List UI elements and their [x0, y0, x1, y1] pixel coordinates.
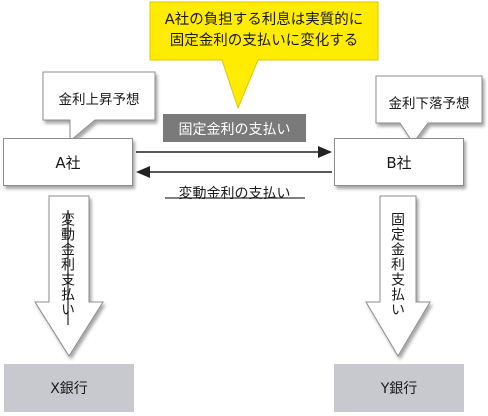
- fixed-payment-band: [163, 114, 306, 142]
- callout-line-2: 固定金利の支払いに変化する: [169, 33, 359, 49]
- callout-bubble: [149, 1, 379, 110]
- floating-payment-label: 変動金利の支払い: [178, 186, 291, 202]
- company-b-label: B社: [386, 153, 412, 172]
- arrow-a-to-bank-x: [34, 195, 104, 357]
- bank-y-label: Y銀行: [380, 381, 418, 397]
- callout-text: A社の負担する利息は実質的に 固定金利の支払いに変化する: [150, 10, 378, 52]
- callout-line-1: A社の負担する利息は実質的に: [164, 12, 364, 28]
- bank-y-box: Y銀行: [334, 364, 464, 412]
- company-a-box: A社: [3, 138, 133, 186]
- a-to-bank-label: 変動金利支払い: [59, 212, 75, 317]
- arrow-b-to-a-head: [136, 166, 150, 178]
- a-expectation-bubble-shape: [42, 71, 156, 143]
- b-to-bank-label: 固定金利支払い: [389, 212, 405, 317]
- bank-x-label: X銀行: [50, 381, 88, 397]
- company-a-label: A社: [55, 153, 81, 172]
- b-expectation-bubble-shape: [375, 75, 483, 144]
- bank-x-box: X銀行: [4, 364, 134, 412]
- arrow-b-to-bank-y: [365, 195, 431, 357]
- fixed-payment-label: 固定金利の支払い: [178, 122, 291, 138]
- company-b-box: B社: [334, 138, 464, 186]
- arrow-a-to-b-head: [318, 146, 332, 158]
- b-expectation-label: 金利下落予想: [388, 96, 470, 112]
- a-expectation-label: 金利上昇予想: [58, 92, 140, 108]
